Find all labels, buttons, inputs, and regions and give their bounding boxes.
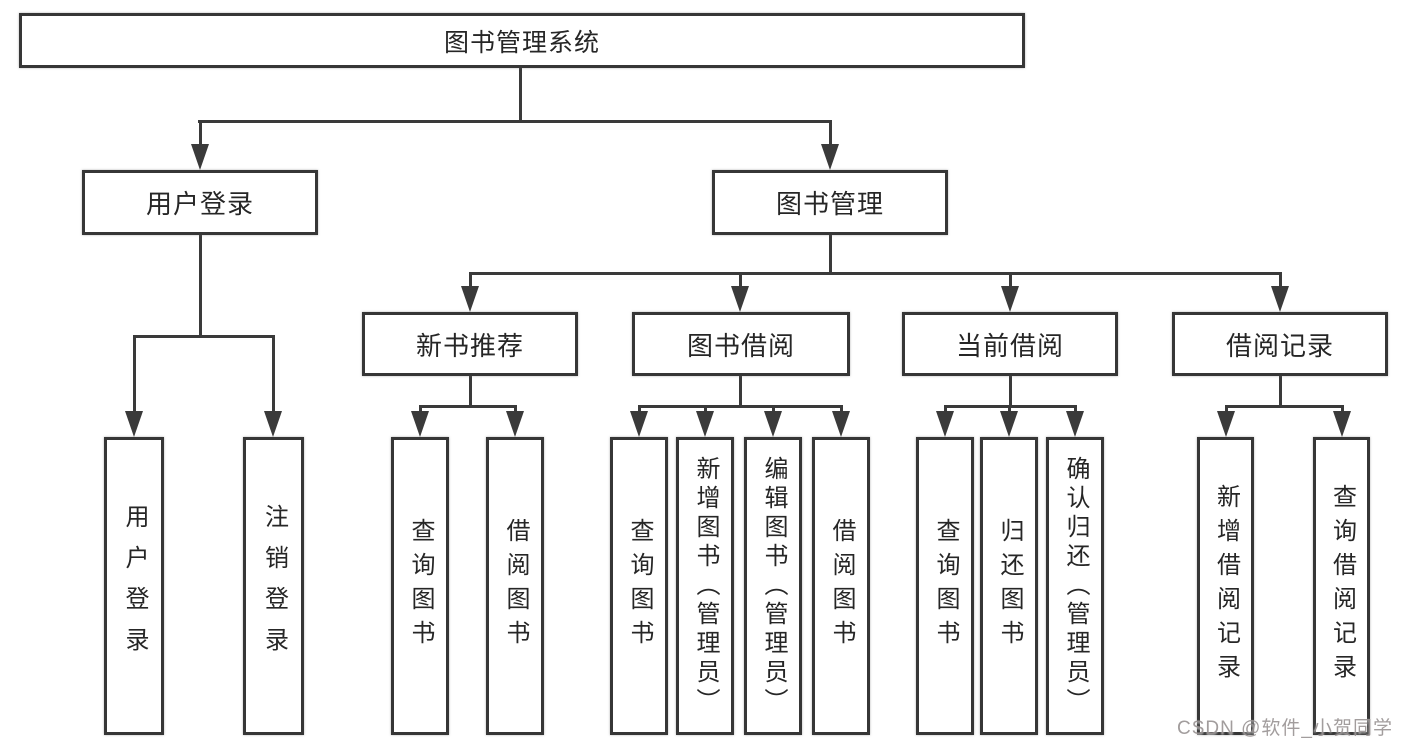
node-current-borrow: 当前借阅 xyxy=(902,312,1118,376)
connector-line xyxy=(468,272,472,288)
leaf-edit-book-admin: 编辑图书（管理员） xyxy=(744,437,802,735)
leaf-user-login: 用户登录 xyxy=(104,437,164,735)
connector-line xyxy=(519,68,522,120)
connector-line xyxy=(1007,405,1011,415)
connector-line xyxy=(513,405,517,415)
connector-line xyxy=(828,235,832,272)
leaf-label: 查询图书 xyxy=(932,518,959,654)
leaf-label: 新增借阅记录 xyxy=(1212,484,1240,688)
arrow-down-icon xyxy=(1066,411,1084,437)
node-book-borrow: 图书借阅 xyxy=(632,312,850,376)
leaf-return-book: 归还图书 xyxy=(980,437,1038,735)
leaf-label: 归还图书 xyxy=(996,518,1023,654)
node-new-book-recommend: 新书推荐 xyxy=(362,312,578,376)
leaf-add-borrow-record: 新增借阅记录 xyxy=(1197,437,1254,735)
node-label: 当前借阅 xyxy=(955,330,1064,361)
arrow-down-icon xyxy=(936,411,954,437)
node-user-login: 用户登录 xyxy=(82,170,318,235)
connector-line xyxy=(943,405,947,415)
leaf-label: 用户登录 xyxy=(121,504,148,668)
arrow-down-icon xyxy=(1217,411,1235,437)
connector-line xyxy=(771,405,775,415)
leaf-borrow-books-recommend: 借阅图书 xyxy=(486,437,544,735)
connector-line xyxy=(133,335,274,338)
node-library-management-system: 图书管理系统 xyxy=(19,13,1025,68)
arrow-down-icon xyxy=(832,411,850,437)
arrow-down-icon xyxy=(1271,286,1289,312)
connector-line xyxy=(1224,405,1344,408)
leaf-label: 新增图书（管理员） xyxy=(692,455,719,717)
connector-line xyxy=(703,405,707,415)
arrow-down-icon xyxy=(1333,411,1351,437)
leaf-label: 编辑图书（管理员） xyxy=(760,455,787,717)
connector-line xyxy=(198,235,202,335)
connector-line xyxy=(1073,405,1077,415)
arrow-down-icon xyxy=(696,411,714,437)
connector-line xyxy=(1224,405,1228,415)
connector-line xyxy=(839,405,843,415)
leaf-confirm-return-admin: 确认归还（管理员） xyxy=(1046,437,1104,735)
connector-line xyxy=(738,376,742,405)
arrow-down-icon xyxy=(731,286,749,312)
connector-line xyxy=(418,405,517,408)
leaf-query-books-recommend: 查询图书 xyxy=(391,437,449,735)
leaf-label: 借阅图书 xyxy=(502,518,529,654)
node-label: 借阅记录 xyxy=(1225,330,1334,361)
connector-line xyxy=(1008,376,1012,405)
watermark: CSDN @软件_小贺同学 xyxy=(1177,718,1393,739)
leaf-label: 查询借阅记录 xyxy=(1328,484,1356,688)
connector-line xyxy=(132,335,136,413)
node-label: 图书管理系统 xyxy=(443,28,600,57)
arrow-down-icon xyxy=(264,411,282,437)
arrow-down-icon xyxy=(506,411,524,437)
node-label: 图书借阅 xyxy=(686,330,795,361)
connector-line xyxy=(1008,272,1012,288)
connector-line xyxy=(1278,376,1282,405)
connector-line xyxy=(418,405,422,415)
arrow-down-icon xyxy=(411,411,429,437)
connector-line xyxy=(1340,405,1344,415)
leaf-query-borrow-record: 查询借阅记录 xyxy=(1313,437,1370,735)
leaf-query-books-borrow: 查询图书 xyxy=(610,437,668,735)
connector-line xyxy=(271,335,275,413)
node-borrow-records: 借阅记录 xyxy=(1172,312,1388,376)
arrow-down-icon xyxy=(191,144,209,170)
leaf-borrow-books: 借阅图书 xyxy=(812,437,870,735)
node-label: 图书管理 xyxy=(775,189,884,219)
arrow-down-icon xyxy=(630,411,648,437)
arrow-down-icon xyxy=(1001,286,1019,312)
leaf-logout: 注销登录 xyxy=(243,437,304,735)
leaf-label: 确认归还（管理员） xyxy=(1062,455,1089,717)
arrow-down-icon xyxy=(125,411,143,437)
leaf-query-books-current: 查询图书 xyxy=(916,437,974,735)
leaf-add-book-admin: 新增图书（管理员） xyxy=(676,437,734,735)
connector-line xyxy=(468,272,1282,275)
connector-line xyxy=(637,405,843,408)
leaf-label: 注销登录 xyxy=(260,504,288,668)
connector-line xyxy=(828,120,832,148)
connector-line xyxy=(637,405,641,415)
leaf-label: 查询图书 xyxy=(626,518,653,654)
connector-line xyxy=(1278,272,1282,288)
arrow-down-icon xyxy=(1000,411,1018,437)
arrow-down-icon xyxy=(821,144,839,170)
connector-line xyxy=(738,272,742,288)
connector-line xyxy=(468,376,472,405)
node-label: 新书推荐 xyxy=(415,330,524,361)
connector-line xyxy=(198,120,832,123)
arrow-down-icon xyxy=(764,411,782,437)
leaf-label: 借阅图书 xyxy=(828,518,855,654)
node-book-management: 图书管理 xyxy=(712,170,948,235)
connector-line xyxy=(198,120,202,148)
arrow-down-icon xyxy=(461,286,479,312)
leaf-label: 查询图书 xyxy=(407,518,434,654)
node-label: 用户登录 xyxy=(145,189,254,219)
